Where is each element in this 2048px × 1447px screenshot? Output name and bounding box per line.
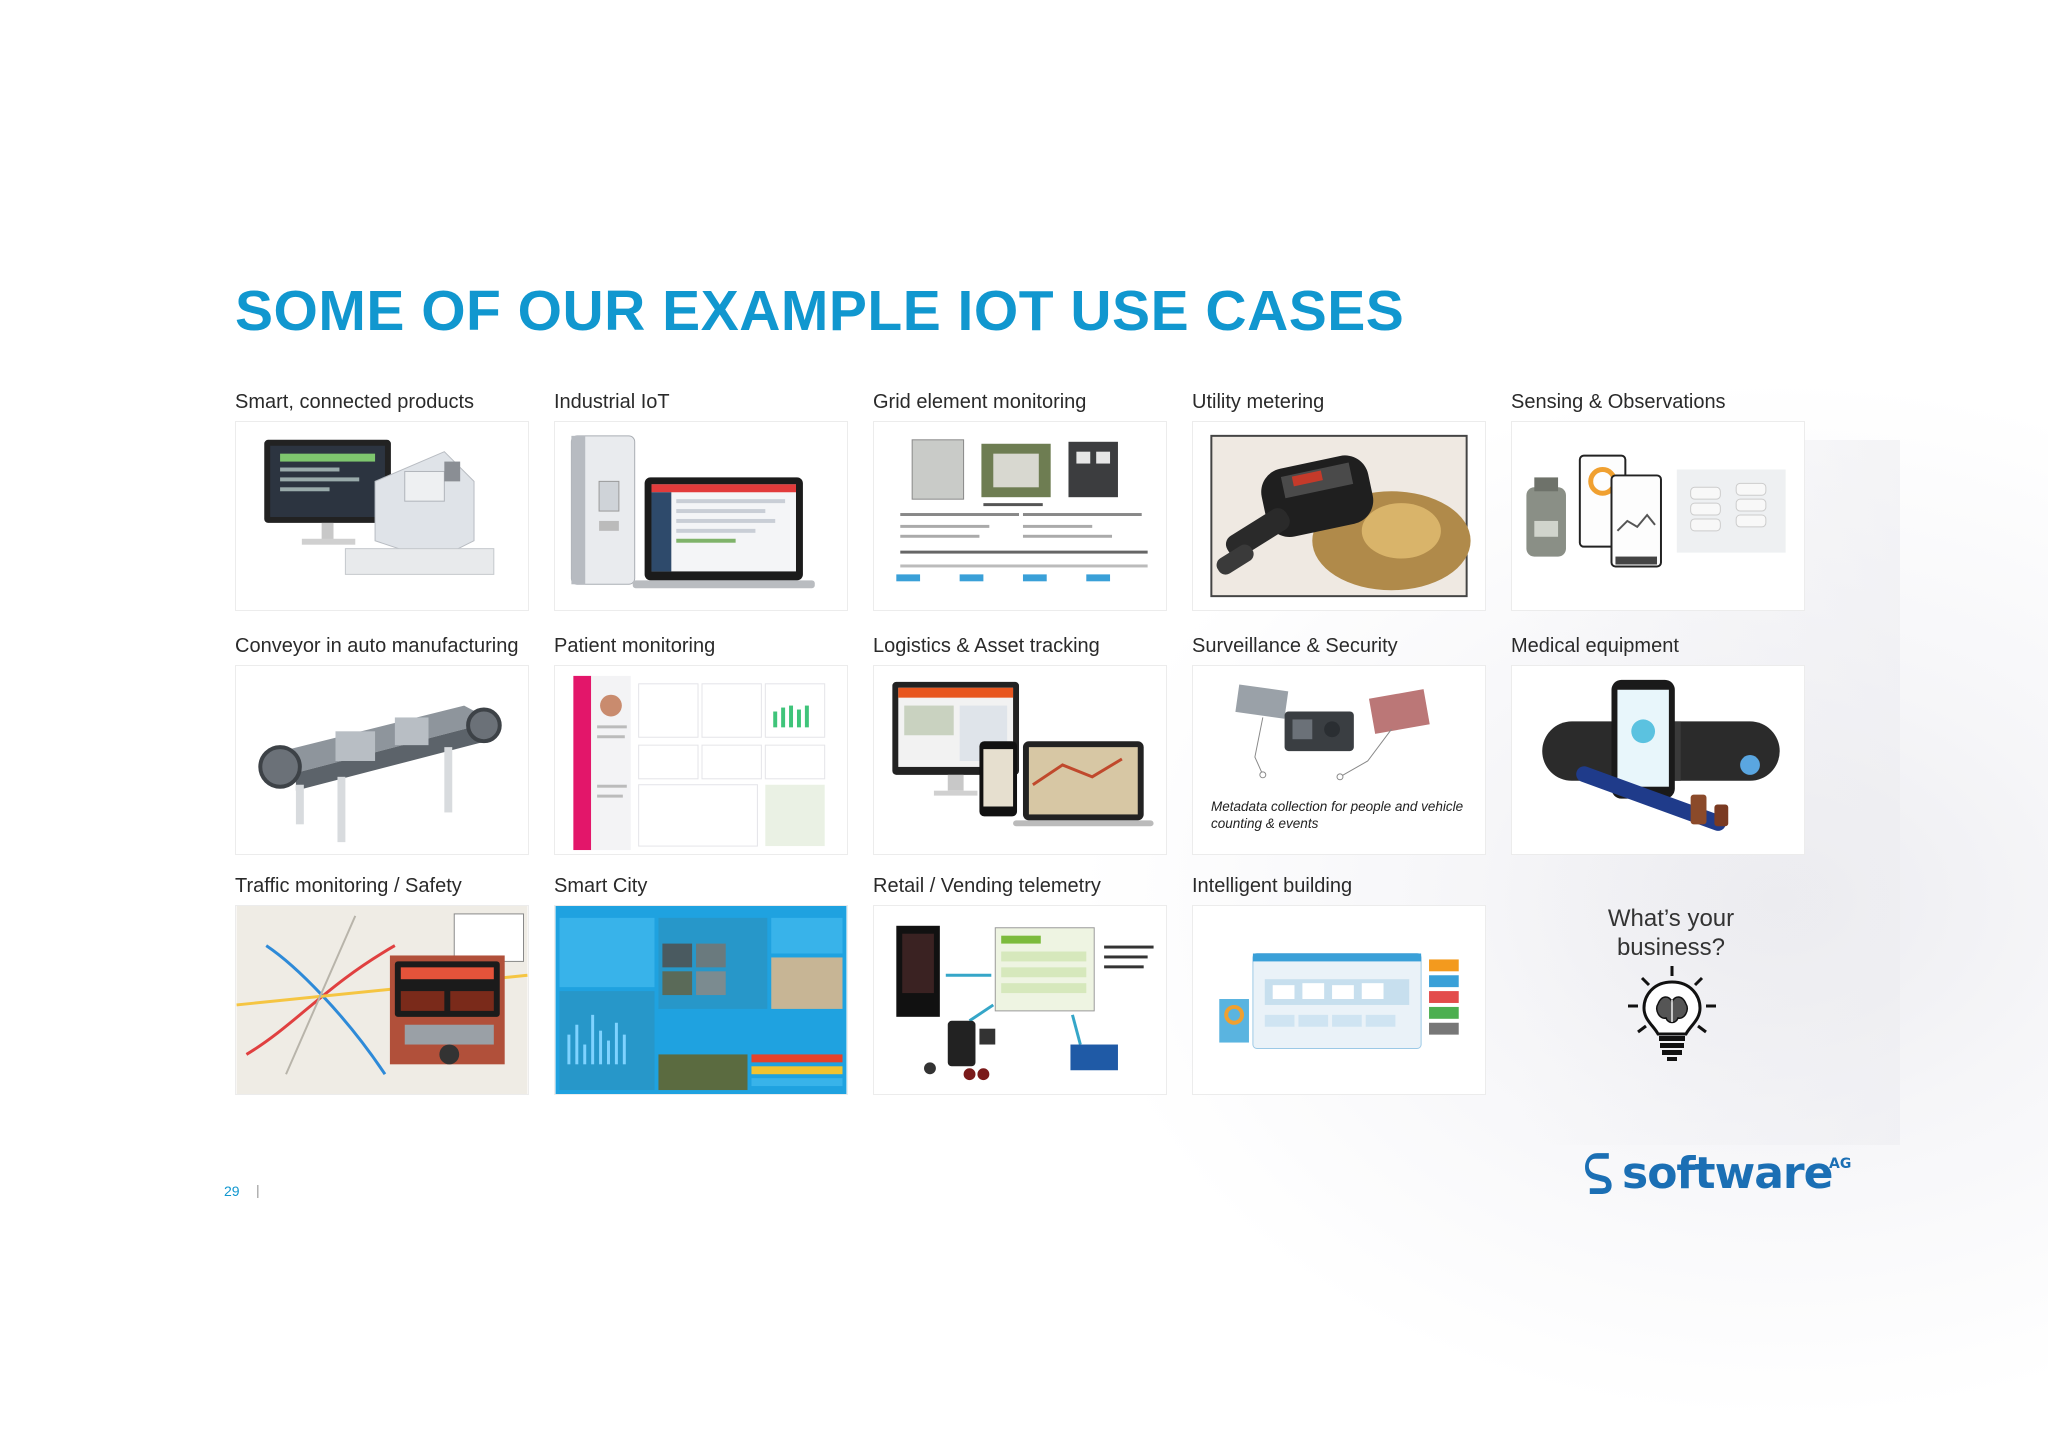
lightbulb-brain-icon xyxy=(1628,966,1716,1061)
tile-label: Smart City xyxy=(554,875,648,897)
sensing-observations-image xyxy=(1511,421,1805,611)
tile-label: Traffic monitoring / Safety xyxy=(235,875,462,897)
footer-separator: | xyxy=(256,1182,260,1198)
software-ag-s-logo xyxy=(1585,1153,1612,1194)
smart-connected-products-image xyxy=(235,421,529,611)
patient-monitoring-image xyxy=(554,665,848,855)
business-prompt: What’s your business? xyxy=(1596,904,1746,962)
retail-vending-image xyxy=(873,905,1167,1095)
tile-label: Industrial IoT xyxy=(554,391,670,413)
tile-label: Intelligent building xyxy=(1192,875,1353,897)
tile-label: Patient monitoring xyxy=(554,635,716,657)
grid-element-monitoring-image xyxy=(873,421,1167,611)
slide-title: SOME OF OUR EXAMPLE IOT USE CASES xyxy=(235,279,1405,343)
smart-city-image xyxy=(554,905,848,1095)
surveillance-caption: Metadata collection for people and vehic… xyxy=(1211,799,1464,831)
tile-label: Medical equipment xyxy=(1511,635,1679,657)
page-number: 29 xyxy=(224,1183,240,1199)
tile-label: Surveillance & Security xyxy=(1192,635,1398,657)
utility-metering-image xyxy=(1192,421,1486,611)
tile-label: Smart, connected products xyxy=(235,391,475,413)
business-prompt-line2: business? xyxy=(1616,934,1726,961)
tile-label: Sensing & Observations xyxy=(1511,391,1726,413)
tile-label: Utility metering xyxy=(1192,391,1325,413)
logo-text: software xyxy=(1622,1148,1833,1199)
software-ag-logo: software AG xyxy=(1580,1148,1880,1210)
logistics-asset-tracking-image xyxy=(873,665,1167,855)
medical-equipment-image xyxy=(1511,665,1805,855)
tile-label: Retail / Vending telemetry xyxy=(873,875,1101,897)
tile-label: Logistics & Asset tracking xyxy=(873,635,1100,657)
intelligent-building-image xyxy=(1192,905,1486,1095)
conveyor-image xyxy=(235,665,529,855)
surveillance-security-image: Metadata collection for people and vehic… xyxy=(1192,665,1486,855)
logo-suffix: AG xyxy=(1829,1156,1852,1172)
tile-label: Conveyor in auto manufacturing xyxy=(235,635,519,657)
industrial-iot-image xyxy=(554,421,848,611)
traffic-monitoring-image xyxy=(235,905,529,1095)
business-prompt-line1: What’s your xyxy=(1607,905,1735,932)
tile-label: Grid element monitoring xyxy=(873,391,1087,413)
